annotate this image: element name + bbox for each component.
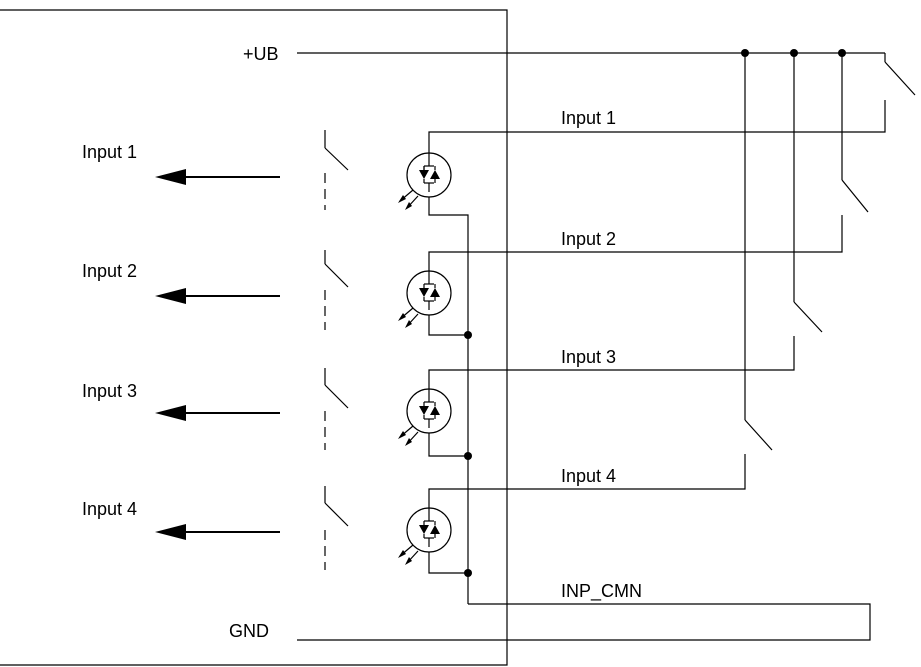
left-input-label-2: Input 2 [82, 261, 137, 281]
optocoupler-4 [398, 507, 452, 565]
input-wire-4 [428, 454, 746, 512]
internal-switch-2 [324, 250, 349, 330]
common-return-wire [297, 603, 871, 641]
optocoupler-3 [398, 388, 452, 446]
internal-switch-1 [324, 130, 349, 210]
common-label: INP_CMN [561, 581, 642, 602]
external-switch-3 [793, 301, 823, 333]
right-input-label-3: Input 3 [561, 347, 616, 367]
internal-switch-4 [324, 486, 349, 570]
junction-dot [464, 569, 472, 577]
right-input-label-2: Input 2 [561, 229, 616, 249]
supply-label: +UB [243, 44, 279, 64]
right-input-label-1: Input 1 [561, 108, 616, 128]
left-input-label-3: Input 3 [82, 381, 137, 401]
optocoupler-1 [398, 152, 452, 210]
opto-2-common-wire [428, 315, 468, 336]
junction-dot [464, 452, 472, 460]
left-input-label-4: Input 4 [82, 499, 137, 519]
opto-1-common-wire [428, 197, 469, 335]
opto-4-common-wire [428, 552, 468, 574]
input-arrow-2 [155, 288, 280, 304]
input-wire-3 [428, 336, 795, 393]
optocoupler-2 [398, 270, 452, 328]
opto-3-common-wire [428, 433, 468, 457]
external-switch-2 [841, 179, 869, 213]
input-wire-2 [428, 215, 843, 275]
junction-dot [464, 331, 472, 339]
internal-switch-3 [324, 368, 349, 450]
left-input-label-1: Input 1 [82, 142, 137, 162]
ground-label: GND [229, 621, 269, 641]
right-input-label-4: Input 4 [561, 466, 616, 486]
input-arrow-1 [155, 169, 280, 185]
external-switch-1 [884, 61, 916, 96]
input-arrow-4 [155, 524, 280, 540]
device-enclosure [0, 9, 508, 666]
input-wire-1 [428, 100, 886, 158]
external-switch-4 [744, 419, 773, 451]
input-arrow-3 [155, 405, 280, 421]
